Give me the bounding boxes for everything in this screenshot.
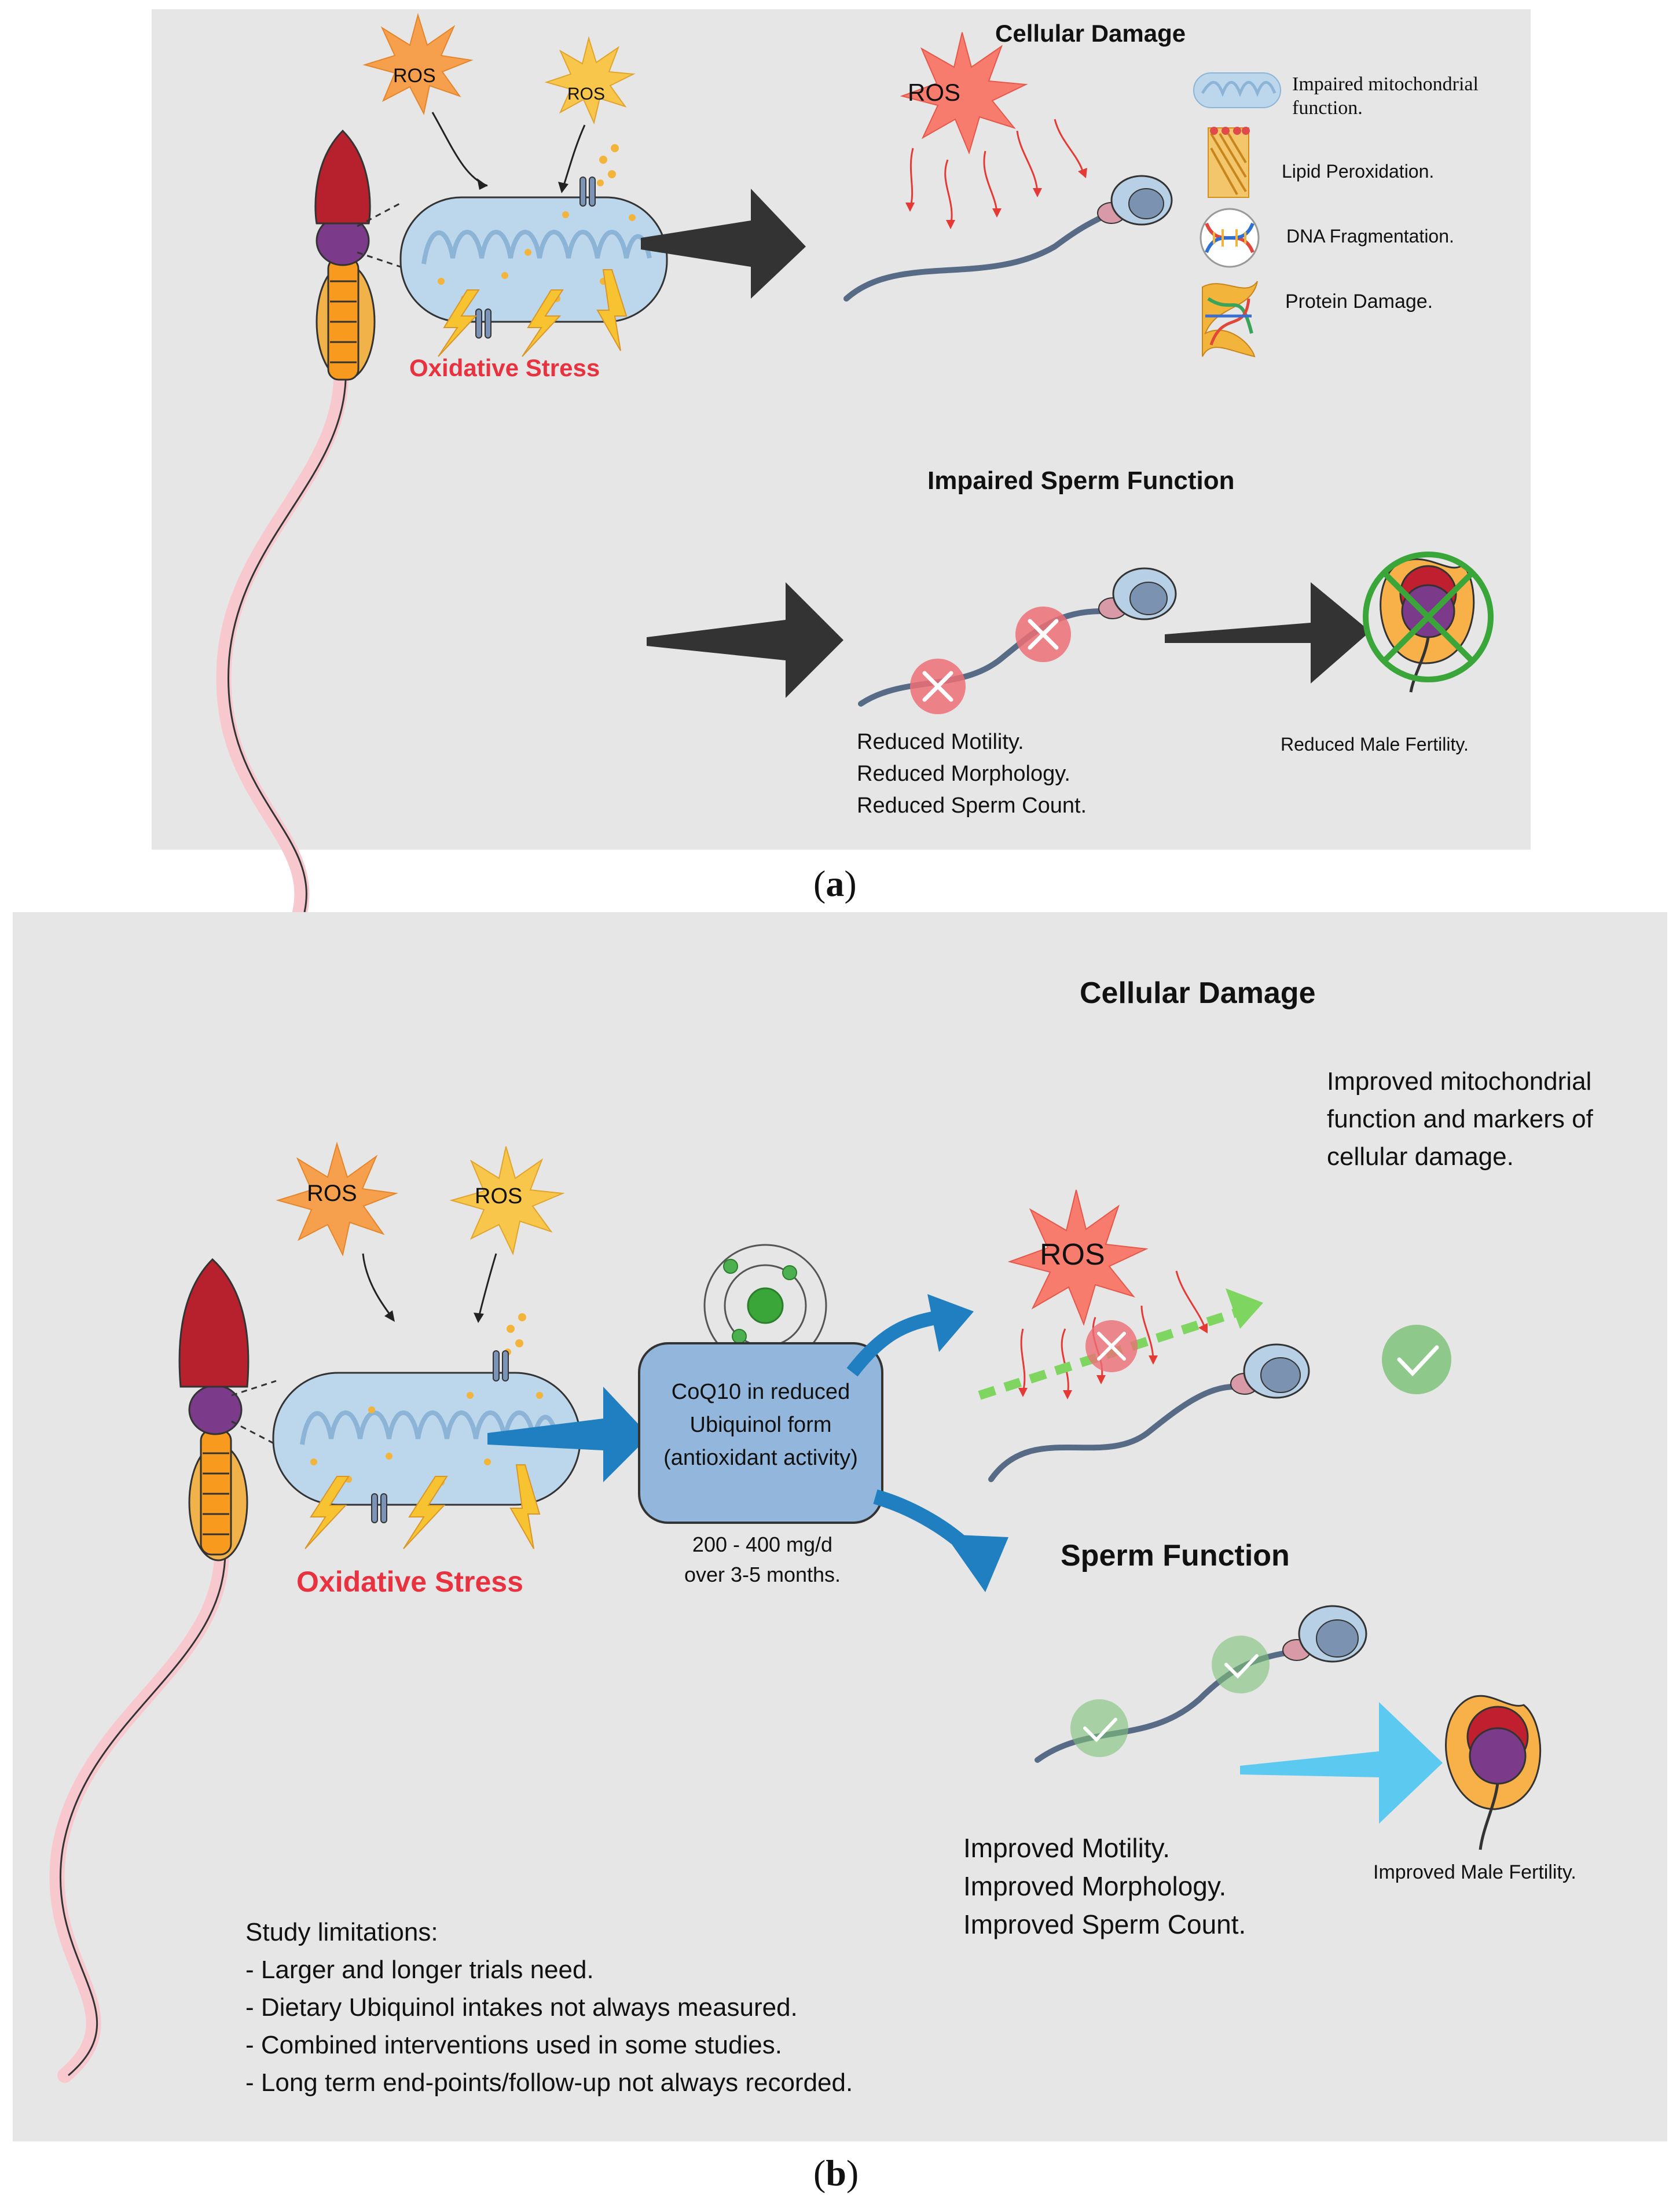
limitation-2: - Dietary Ubiquinol intakes not always m… (245, 1993, 798, 2022)
ros-star-red-b (1007, 1189, 1149, 1327)
improved-mito-line-3: cellular damage. (1327, 1142, 1514, 1171)
limitations-title: Study limitations: (245, 1918, 438, 1946)
improved-morphology: Improved Morphology. (963, 1871, 1227, 1901)
cross-icon-motility (910, 659, 966, 714)
reduced-motility: Reduced Motility. (857, 730, 1024, 754)
sperm-protected-b (988, 1343, 1310, 1482)
ros-label-2: ROS (567, 84, 606, 104)
caption-b-letter: b (826, 2152, 846, 2193)
panel-a-illustration (216, 13, 1494, 920)
panel-a: ROS ROS Oxidative Stress Cellular Damage… (152, 9, 1531, 920)
ros-label-b-1: ROS (307, 1181, 357, 1206)
improved-motility: Improved Motility. (963, 1833, 1171, 1863)
ros-label-1: ROS (393, 65, 436, 87)
sperm-illustration-b (49, 1258, 277, 2083)
lipid-legend-icon (1208, 127, 1250, 198)
caption-b: (b) (813, 2152, 859, 2193)
damage-item-mitochondrial: Impaired mitochondrial function. (1292, 74, 1479, 119)
dna-legend-icon (1200, 208, 1260, 268)
impaired-function-title: Impaired Sperm Function (927, 466, 1235, 495)
damage-item-protein: Protein Damage. (1285, 291, 1433, 313)
oxidative-stress-label: Oxidative Stress (409, 354, 600, 381)
cross-icon-morphology (1015, 607, 1071, 662)
ros-star-orange-b (276, 1141, 398, 1256)
dose-line-2: over 3-5 months. (684, 1563, 841, 1586)
arrow-to-coq10 (487, 1387, 650, 1482)
ros-damage-label: ROS (908, 79, 961, 106)
oxidative-stress-label-b: Oxidative Stress (296, 1566, 523, 1598)
dose-line-1: 200 - 400 mg/d (692, 1533, 833, 1556)
limitation-4: - Long term end-points/follow-up not alw… (245, 2068, 853, 2097)
limitation-3: - Combined interventions used in some st… (245, 2031, 782, 2059)
check-icon-morphology (1212, 1636, 1270, 1693)
reduced-sperm-count: Reduced Sperm Count. (857, 793, 1087, 818)
cross-icon-ros-blocked (1085, 1320, 1138, 1372)
limitation-1: - Larger and longer trials need. (245, 1956, 594, 1984)
sperm-illustration-a (216, 129, 401, 920)
arrow-to-fertility (1165, 582, 1370, 684)
arrow-to-impaired-function (647, 582, 843, 698)
ros-damage-label-b: ROS (1040, 1238, 1105, 1272)
reduced-fertility-label: Reduced Male Fertility. (1281, 734, 1469, 755)
ros-star-orange-a (362, 13, 474, 115)
sperm-function-title-b: Sperm Function (1061, 1539, 1290, 1572)
coq10-line-2: Ubiquinol form (689, 1413, 832, 1437)
reduced-fertility-icon (1363, 552, 1494, 693)
damage-item-lipid: Lipid Peroxidation. (1282, 161, 1435, 182)
coq10-box (638, 1342, 883, 1524)
caption-a-letter: a (826, 863, 845, 904)
caption-a: (a) (813, 863, 857, 904)
arrow-to-cellular-damage (641, 189, 806, 299)
check-icon-mitochondrial (1382, 1325, 1451, 1394)
improved-sperm-count: Improved Sperm Count. (963, 1909, 1246, 1939)
cellular-damage-title-b: Cellular Damage (1080, 976, 1316, 1010)
improved-mito-line-2: function and markers of (1327, 1105, 1593, 1133)
lightning-icons-a (438, 269, 628, 357)
cellular-damage-title: Cellular Damage (995, 20, 1186, 47)
ros-star-yellow-a (544, 36, 636, 125)
improved-fertility-label: Improved Male Fertility. (1373, 1861, 1576, 1883)
coq10-line-1: CoQ10 in reduced (671, 1380, 850, 1404)
sperm-crossed-a (858, 567, 1177, 707)
panel-b-illustration (49, 1141, 1542, 2083)
coq10-line-3: (antioxidant activity) (663, 1446, 858, 1470)
damage-item-dna: DNA Fragmentation. (1286, 226, 1454, 247)
reduced-morphology: Reduced Morphology. (857, 762, 1070, 786)
improved-mito-line-1: Improved mitochondrial (1327, 1067, 1592, 1096)
mitochondrion-illustration-a (399, 144, 668, 339)
improved-fertility-icon (1445, 1695, 1542, 1850)
lightning-icons-b (305, 1464, 541, 1549)
panel-b: ROS ROS Oxidative Stress CoQ10 in reduce… (13, 912, 1667, 2141)
mitochondrion-legend-icon (1193, 72, 1281, 108)
arrow-to-improved-fertility (1240, 1702, 1443, 1824)
check-icon-motility (1070, 1699, 1128, 1757)
sperm-damaged-a (843, 175, 1173, 302)
protein-legend-icon (1202, 281, 1258, 358)
ros-star-red-a (900, 32, 1028, 155)
ros-star-yellow-b (449, 1146, 565, 1256)
ros-label-b-2: ROS (475, 1184, 523, 1208)
